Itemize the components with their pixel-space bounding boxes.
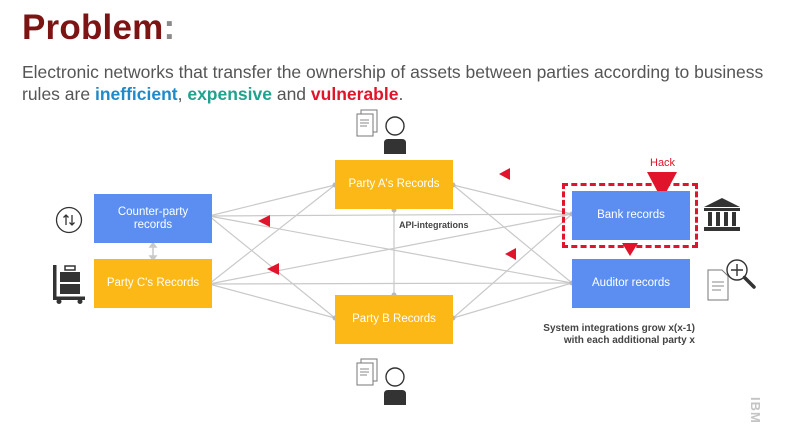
connection-line (208, 213, 573, 217)
subtitle: Electronic networks that transfer the ow… (22, 61, 782, 105)
bank-icon (704, 198, 740, 231)
keyword-expensive: expensive (187, 84, 272, 104)
party-b-records-label: Party B Records (352, 313, 436, 325)
ibm-logo: IBM (748, 397, 763, 424)
bank-records-box: Bank records (572, 191, 690, 240)
party-a-records-box: Party A's Records (335, 160, 453, 209)
document-search-icon (707, 259, 756, 301)
page-title: Problem: (22, 8, 175, 48)
title-text: Problem (22, 8, 164, 47)
transfer-icon (55, 206, 83, 234)
red-arrow (499, 168, 510, 180)
counterparty-records-label: Counter-party records (117, 205, 189, 231)
growth-note-line-2: with each additional party x (563, 335, 695, 346)
connection-line (452, 184, 573, 284)
connection-line (208, 282, 573, 285)
counterparty-records-box: Counter-party records (94, 194, 212, 243)
subtitle-end: . (398, 84, 404, 104)
growth-note-line-1: System integrations grow x(x-1) (543, 323, 695, 334)
party-b-records-box: Party B Records (335, 295, 453, 344)
api-integrations-label: API-integrations (399, 220, 469, 230)
document-person-icon (356, 358, 406, 405)
bank-records-label: Bank records (597, 209, 665, 221)
title-colon: : (163, 8, 176, 47)
link-arrow-down (148, 255, 158, 262)
connection-line (208, 184, 336, 285)
growth-note: System integrations grow x(x-1) with eac… (505, 323, 695, 347)
connection-line (452, 184, 573, 215)
party-a-records-label: Party A's Records (348, 178, 440, 190)
subtitle-separator-1: , (177, 84, 188, 104)
connection-line (208, 184, 336, 217)
hack-label: Hack (650, 157, 676, 169)
auditor-records-box: Auditor records (572, 259, 690, 308)
subtitle-separator-2: and (271, 84, 311, 104)
red-arrow (258, 215, 270, 227)
hack-highlight-frame (562, 183, 698, 248)
red-arrow (505, 248, 516, 260)
link-arrow-up (148, 241, 158, 248)
connection-line (208, 213, 573, 285)
keyword-inefficient: inefficient (94, 84, 178, 104)
keyword-vulnerable: vulnerable (310, 84, 399, 104)
connection-line (452, 213, 573, 319)
document-person-icon (356, 109, 406, 154)
party-c-records-label: Party C's Records (106, 277, 200, 289)
connection-line (208, 283, 336, 319)
auditor-records-label: Auditor records (592, 277, 670, 289)
connection-line (452, 282, 573, 319)
party-c-records-box: Party C's Records (94, 259, 212, 308)
subtitle-text: Electronic networks that transfer the ow… (22, 62, 764, 104)
cart-icon (53, 265, 85, 304)
hack-arrow (647, 172, 677, 200)
red-arrow (267, 263, 279, 275)
